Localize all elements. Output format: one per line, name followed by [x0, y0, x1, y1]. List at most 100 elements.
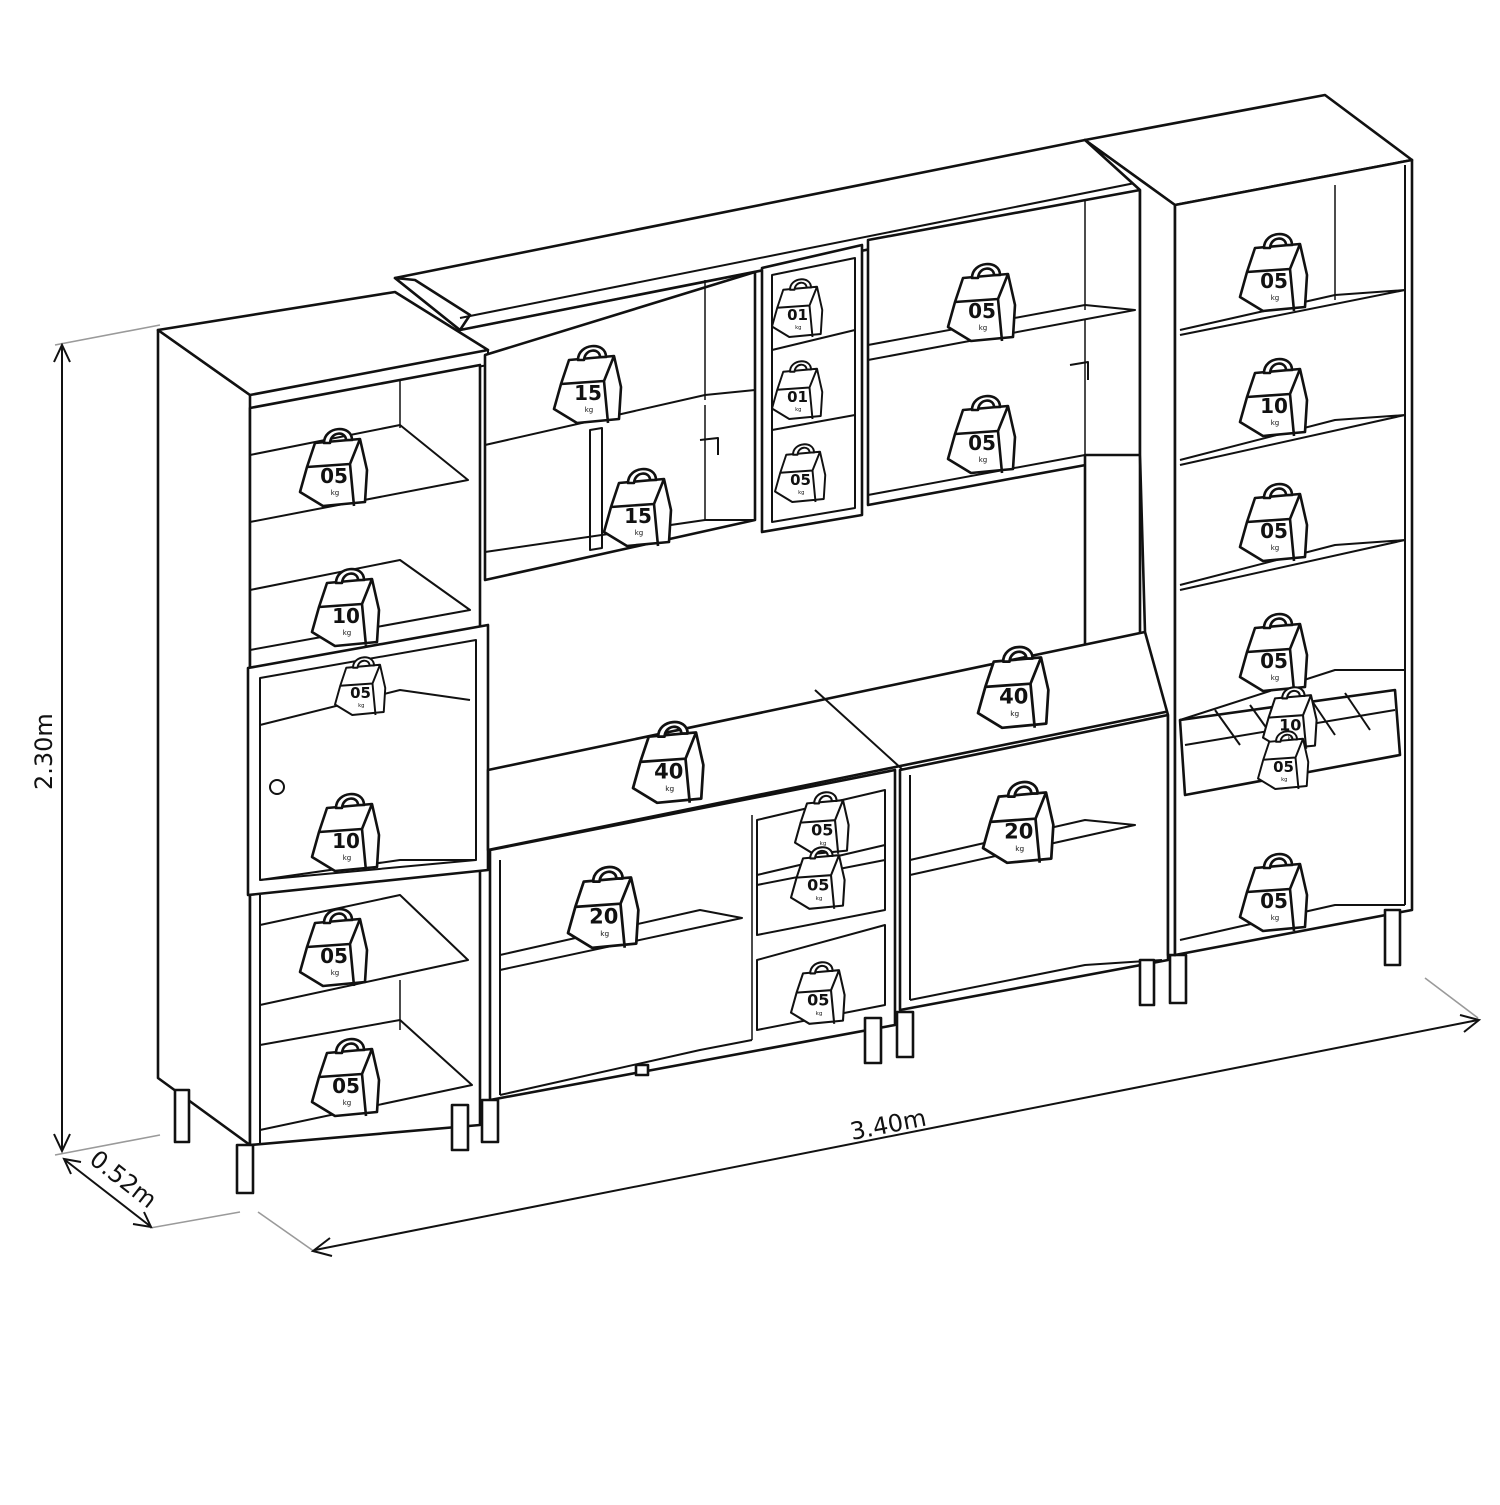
- weight-body-icon: [1238, 492, 1309, 563]
- weight-body-icon: [310, 1047, 381, 1118]
- weight-drawer-2: 05 kg: [789, 846, 846, 910]
- weight-body-icon: [771, 367, 824, 420]
- weight-unit: kg: [343, 854, 352, 862]
- weight-handle-icon: [813, 791, 838, 805]
- weight-handle-icon: [322, 427, 354, 445]
- weight-body-icon: [976, 656, 1050, 730]
- weight-value: 05: [1260, 269, 1288, 293]
- weight-handle-icon: [1281, 686, 1306, 700]
- weight-value: 20: [1004, 820, 1033, 844]
- left-tall-cabinet: [156, 290, 490, 1195]
- weight-handle-icon: [1262, 852, 1294, 870]
- weight-handle-icon: [789, 278, 812, 291]
- width-dimension-label: 3.40m: [848, 1104, 929, 1146]
- weight-body-icon: [552, 354, 623, 425]
- weight-value: 05: [968, 299, 996, 323]
- weight-body-icon: [310, 577, 381, 648]
- weight-value: 15: [574, 381, 602, 405]
- weight-handle-icon: [809, 961, 834, 975]
- weight-handle-icon: [792, 443, 815, 456]
- weight-unit: kg: [1271, 674, 1280, 682]
- depth-dimension-label: 0.52m: [84, 1145, 162, 1214]
- weight-handle-icon: [809, 846, 834, 860]
- weight-body-icon: [602, 477, 673, 548]
- weight-unit: kg: [1271, 914, 1280, 922]
- weight-unit: kg: [635, 529, 644, 537]
- weight-body-icon: [298, 437, 369, 508]
- weight-unit: kg: [358, 703, 364, 709]
- weight-handle-icon: [970, 262, 1002, 280]
- weight-body-icon: [789, 969, 846, 1025]
- weight-value: 05: [1260, 649, 1288, 673]
- weight-body-icon: [566, 876, 640, 950]
- weight-value: 01: [787, 388, 808, 406]
- weight-value: 05: [1273, 758, 1294, 776]
- weight-unit: kg: [1281, 777, 1287, 783]
- weight-handle-icon: [322, 907, 354, 925]
- weight-unit: kg: [1271, 419, 1280, 427]
- weight-body-icon: [946, 404, 1017, 475]
- weight-unit: kg: [331, 489, 340, 497]
- weight-handle-icon: [334, 567, 366, 585]
- weight-value: 20: [589, 905, 618, 929]
- weight-unit: kg: [820, 841, 827, 847]
- weight-handle-icon: [1262, 612, 1294, 630]
- weight-value: 05: [968, 431, 996, 455]
- weight-body-icon: [1238, 862, 1309, 933]
- weight-value: 05: [1260, 519, 1288, 543]
- weight-handle-icon: [1262, 357, 1294, 375]
- weight-unit: kg: [979, 456, 988, 464]
- weight-handle-icon: [576, 344, 608, 362]
- weight-handle-icon: [626, 467, 658, 485]
- weight-unit: kg: [816, 896, 823, 902]
- weight-unit: kg: [585, 406, 594, 414]
- weight-unit: kg: [343, 629, 352, 637]
- weight-handle-icon: [334, 1037, 366, 1055]
- weight-unit: kg: [1271, 294, 1280, 302]
- weight-body-icon: [789, 854, 846, 910]
- weight-handle-icon: [656, 720, 689, 739]
- weight-body-icon: [981, 791, 1055, 865]
- weight-markers: 05kg10kg05kg10kg05kg05kg15kg15kg01kg01kg…: [298, 232, 1318, 1118]
- weight-value: 05: [320, 944, 348, 968]
- weight-handle-icon: [334, 792, 366, 810]
- weight-unit: kg: [1010, 709, 1019, 718]
- weight-value: 15: [624, 504, 652, 528]
- weight-handle-icon: [1262, 232, 1294, 250]
- dimension-lines: [53, 324, 1482, 1257]
- weight-body-icon: [774, 450, 827, 503]
- height-dimension-label: 2.30m: [30, 713, 58, 790]
- weight-drawer-3: 05 kg: [789, 961, 846, 1025]
- weight-value: 05: [807, 875, 829, 894]
- weight-handle-icon: [1001, 645, 1034, 664]
- weight-handle-icon: [1262, 482, 1294, 500]
- weight-value: 10: [1279, 715, 1301, 734]
- weight-value: 05: [807, 990, 829, 1009]
- weight-unit: kg: [979, 324, 988, 332]
- weight-value: 40: [999, 685, 1028, 709]
- weight-unit: kg: [1271, 544, 1280, 552]
- weight-unit: kg: [600, 929, 609, 938]
- weight-value: 05: [1260, 889, 1288, 913]
- weight-unit: kg: [816, 1011, 823, 1017]
- weight-body-icon: [1238, 367, 1309, 438]
- weight-body-icon: [946, 272, 1017, 343]
- weight-handle-icon: [352, 656, 375, 669]
- weight-unit: kg: [1015, 844, 1024, 853]
- weight-value: 10: [332, 829, 360, 853]
- weight-value: 05: [320, 464, 348, 488]
- weight-handle-icon: [970, 394, 1002, 412]
